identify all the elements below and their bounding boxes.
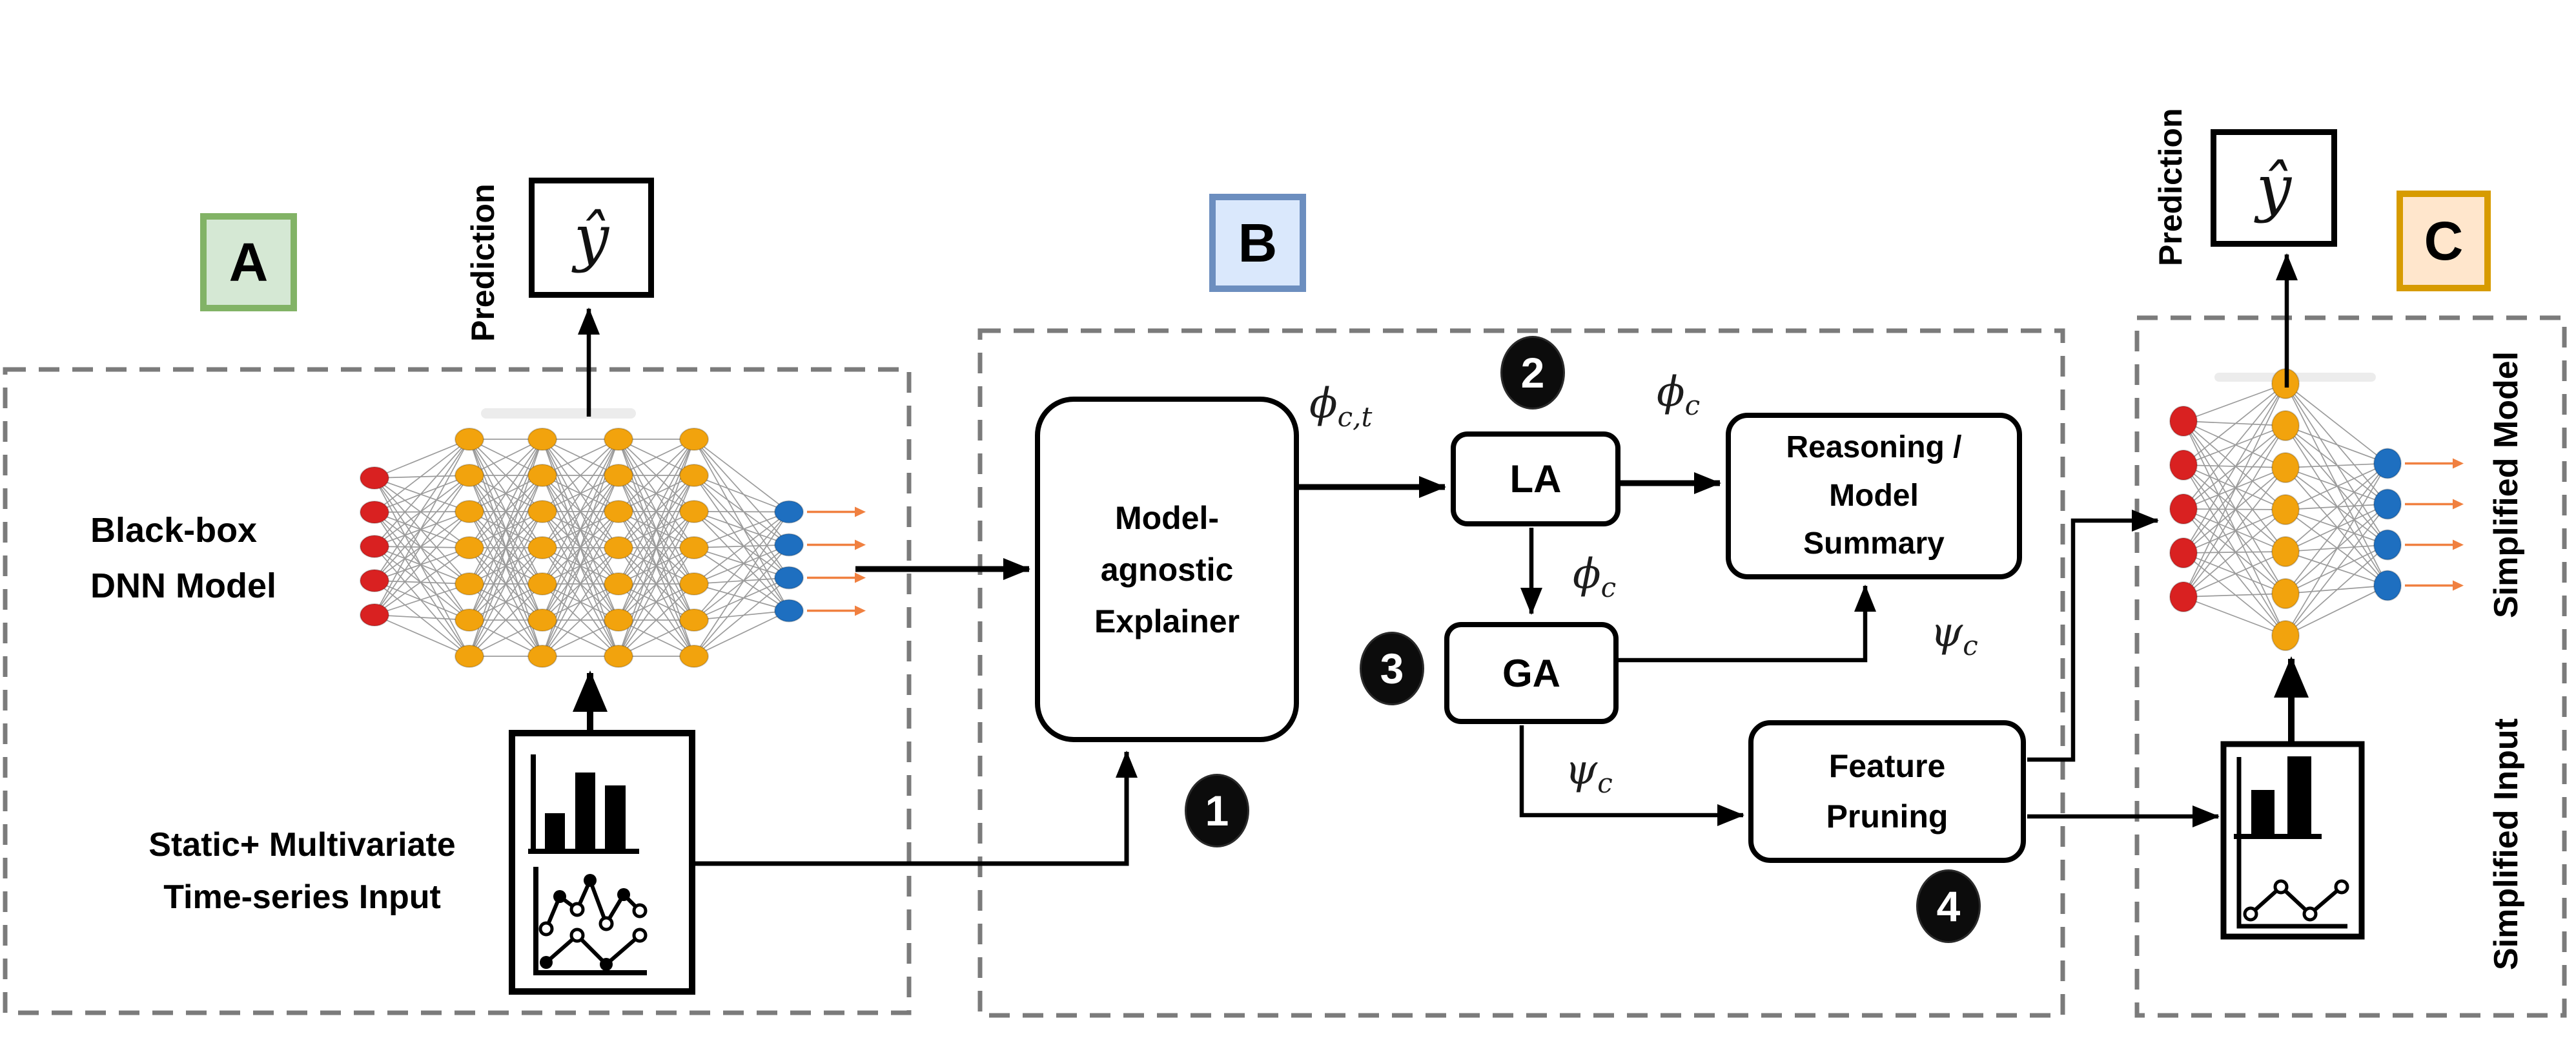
arrow-input-a-to-explainer xyxy=(692,751,1138,866)
section-c-badge: C xyxy=(2397,191,2491,291)
blackbox-model-label: Black-box DNN Model xyxy=(90,511,276,606)
section-c-letter: C xyxy=(2424,210,2464,271)
psi-c-low-label: ψc xyxy=(1565,746,1613,799)
prediction-label-a: Prediction xyxy=(465,183,501,342)
section-a-letter: A xyxy=(229,231,269,293)
phi-c-mid-label: ϕc xyxy=(1573,550,1617,603)
step-2-badge: 2 xyxy=(1500,336,1565,410)
prediction-label-c: Prediction xyxy=(2152,108,2189,267)
arrow-pruning-to-simplified-nn xyxy=(2027,510,2159,762)
yhat-symbol: ŷ xyxy=(573,202,609,274)
simplified-model-label: Simplified Model xyxy=(2488,351,2525,618)
blackbox-dnn-network xyxy=(360,428,866,668)
step-4-badge: 4 xyxy=(1916,869,1981,943)
la-box: LA xyxy=(1451,431,1620,526)
step-1-badge: 1 xyxy=(1185,774,1249,847)
section-b-badge: B xyxy=(1209,194,1306,292)
simplified-dnn-network xyxy=(2169,368,2464,651)
simplified-input-label: Simplified Input xyxy=(2488,718,2525,970)
prediction-output-box-a: ŷ xyxy=(529,178,654,298)
line-chart-icon xyxy=(2243,879,2349,922)
bar-chart-icon xyxy=(528,754,639,854)
arrow-ga-to-pruning xyxy=(1519,725,1744,826)
section-a-badge: A xyxy=(200,213,297,311)
section-a-boundary xyxy=(3,367,912,1015)
reasoning-model-summary-box: Reasoning / Model Summary xyxy=(1726,413,2022,579)
multivariate-input-icon xyxy=(509,730,695,995)
simplified-input-icon xyxy=(2220,741,2365,940)
arrow-ga-to-reasoning xyxy=(1619,585,1876,663)
line-chart-icon xyxy=(533,867,648,975)
ga-box: GA xyxy=(1444,622,1619,724)
model-agnostic-explainer-box: Model- agnostic Explainer xyxy=(1035,397,1299,742)
watermark-smudge xyxy=(481,373,2376,419)
psi-c-right-label: ψc xyxy=(1930,608,1978,661)
phi-ct-label: ϕc,t xyxy=(1309,380,1373,433)
bar-chart-icon xyxy=(2234,756,2347,929)
connector-arrows xyxy=(573,253,2309,866)
section-b-letter: B xyxy=(1238,212,1278,273)
feature-pruning-box: Feature Pruning xyxy=(1748,720,2026,863)
phi-c-top-label: ϕc xyxy=(1657,368,1701,421)
step-3-badge: 3 xyxy=(1360,632,1424,705)
section-b-boundary xyxy=(977,328,2065,1018)
input-label-a: Static+ Multivariate Time-series Input xyxy=(148,826,456,916)
section-c-boundary xyxy=(2134,315,2567,1018)
yhat-symbol: ŷ xyxy=(2256,152,2292,224)
prediction-output-box-c: ŷ xyxy=(2211,129,2337,247)
